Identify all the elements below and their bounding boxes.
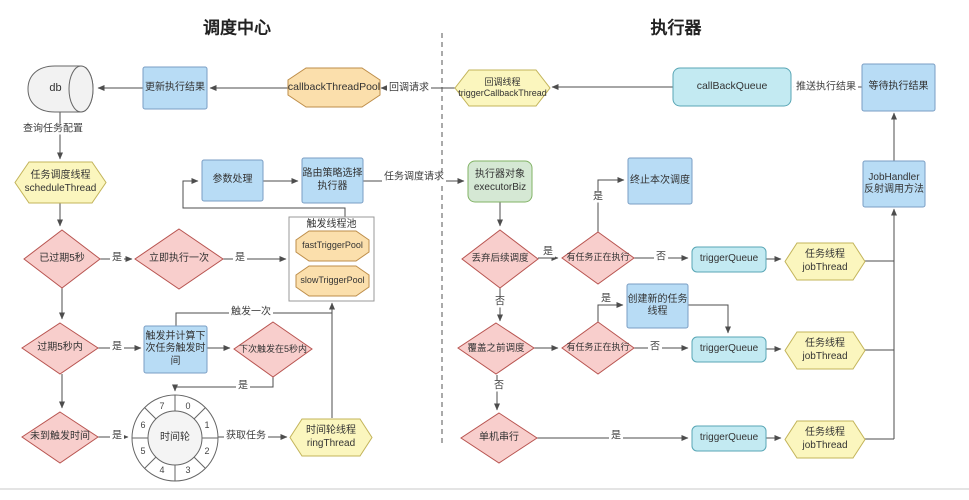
db-node: db [49, 82, 62, 95]
edge-label-yes-r3: 是 [599, 293, 613, 305]
callback-queue-node: callBackQueue [696, 80, 768, 93]
callback-thread-pool-node: callbackThreadPool [287, 80, 381, 93]
route-strategy-node: 路由策略选择 执行器 [302, 168, 363, 192]
job-thread-node-3: 任务线程 jobThread [802, 427, 848, 451]
fast-trigger-pool-node: fastTriggerPool [302, 240, 363, 251]
edge-label-yes-r2: 是 [591, 191, 605, 203]
next-in-5s-decision: 下次触发在5秒内 [238, 343, 307, 354]
not-reached-decision: 未到触发时间 [30, 431, 90, 443]
job-thread-node-2: 任务线程 jobThread [802, 338, 848, 362]
create-thread-node: 创建新的任务 线程 [627, 293, 688, 318]
trigger-pool-container-title: 触发线程池 [306, 218, 357, 230]
edge-label-query-task-config: 查询任务配置 [21, 123, 85, 135]
trigger-calc-node: 触发并计算下 次任务触发时 间 [145, 330, 206, 367]
exec-once-decision: 立即执行一次 [149, 252, 209, 264]
trigger-queue-node-1: triggerQueue [699, 253, 759, 265]
wheel-segment-7: 7 [159, 401, 165, 411]
edge-label-yes-r1: 是 [541, 246, 555, 258]
wait-result-node: 等待执行结果 [868, 81, 929, 93]
wheel-segment-0: 0 [185, 401, 191, 411]
trigger-callback-thread-node: 回调线程 triggerCallbackThread [458, 76, 547, 98]
executor-biz-node: 执行器对象 executorBiz [473, 169, 527, 193]
edge-label-yes-1: 是 [110, 252, 124, 264]
edge-label-no-r1: 否 [654, 251, 668, 263]
edge-label-trigger-once: 触发一次 [229, 306, 273, 318]
edge-label-yes-3: 是 [110, 341, 124, 353]
wheel-segment-5: 5 [140, 446, 146, 456]
trigger-queue-node-2: triggerQueue [699, 343, 759, 355]
schedule-thread-node: 任务调度线程 scheduleThread [24, 170, 97, 194]
task-running-decision-2: 有任务正在执行 [566, 342, 630, 353]
wheel-segment-6: 6 [140, 420, 146, 430]
edge-label-yes-r4: 是 [609, 430, 623, 442]
wheel-segment-4: 4 [159, 465, 165, 475]
ring-thread-node: 时间轮线程 ringThread [306, 425, 356, 449]
wheel-segment-3: 3 [185, 465, 191, 475]
discard-later-decision: 丢弃后续调度 [471, 253, 529, 265]
edge-label-yes-4: 是 [236, 380, 250, 392]
edge-label-task-schedule-request: 任务调度请求 [382, 171, 446, 183]
edge-label-no-d1: 否 [493, 296, 507, 308]
update-result-node: 更新执行结果 [145, 81, 205, 93]
override-early-decision: 覆盖之前调度 [467, 342, 525, 354]
time-wheel-label: 时间轮 [160, 431, 190, 443]
edge-label-no-r2: 否 [648, 341, 662, 353]
edge-label-yes-5: 是 [110, 430, 124, 442]
serial-exec-decision: 单机串行 [479, 431, 519, 443]
task-running-decision-1: 有任务正在执行 [566, 252, 630, 263]
job-handler-node: JobHandler 反射调用方法 [864, 171, 924, 196]
scheduler-section-title: 调度中心 [203, 18, 271, 38]
edge-label-no-d2: 否 [492, 380, 506, 392]
edge-label-fetch-task: 获取任务 [224, 430, 268, 442]
param-process-node: 参数处理 [212, 174, 253, 186]
wheel-segment-1: 1 [204, 420, 210, 430]
edge-label-yes-2: 是 [233, 252, 247, 264]
trigger-queue-node-3: triggerQueue [699, 432, 759, 444]
expired-5s-decision: 已过期5秒 [39, 252, 85, 264]
executor-section-title: 执行器 [650, 18, 702, 38]
edge-label-callback-request: 回调请求 [387, 82, 431, 94]
slow-trigger-pool-node: slowTriggerPool [300, 275, 365, 286]
terminate-schedule-node: 终止本次调度 [630, 174, 690, 186]
edge-label-push-exec-result: 推送执行结果 [794, 81, 858, 93]
wheel-segment-2: 2 [204, 446, 210, 456]
job-thread-node-1: 任务线程 jobThread [802, 249, 848, 273]
expired-in-5s-decision: 过期5秒内 [37, 342, 83, 354]
